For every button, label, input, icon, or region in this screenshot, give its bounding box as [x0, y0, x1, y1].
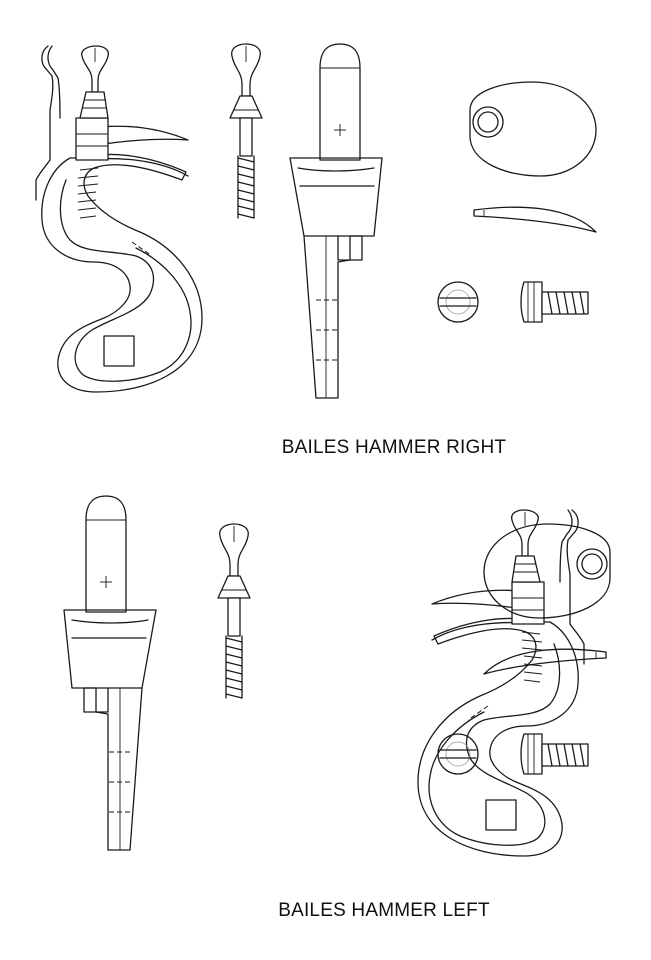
- link-right: [289, 43, 383, 399]
- long-screw-left: [217, 523, 251, 699]
- long-screw-right: [229, 43, 263, 219]
- oval-cap-right: [469, 81, 597, 177]
- blade-left: [483, 648, 607, 675]
- short-screw-left: [520, 733, 589, 775]
- blade-right: [473, 206, 597, 233]
- hammer-right: [35, 45, 203, 393]
- caption-right: BAILES HAMMER RIGHT: [282, 437, 507, 458]
- link-left: [63, 495, 157, 851]
- short-screw-right: [520, 281, 589, 323]
- hammer-left: [417, 509, 585, 857]
- caption-left: BAILES HAMMER LEFT: [278, 900, 490, 921]
- round-screw-head-left: [437, 733, 479, 775]
- round-screw-head-right: [437, 281, 479, 323]
